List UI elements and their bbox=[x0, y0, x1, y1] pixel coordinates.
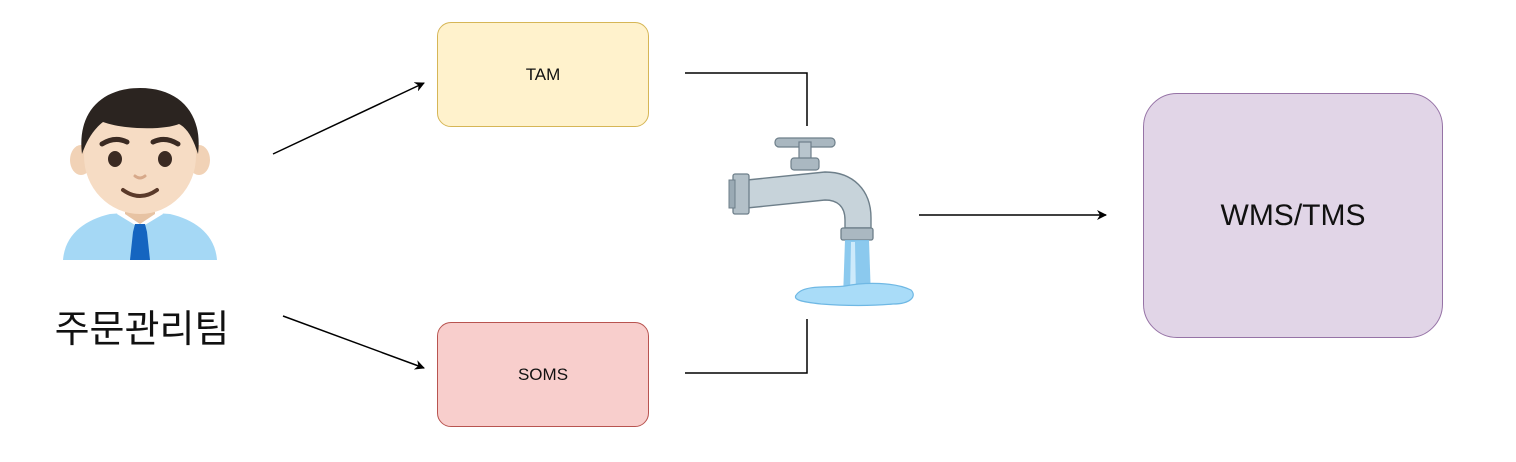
soms-node: SOMS bbox=[437, 322, 649, 427]
edge-actor-to-tam bbox=[272, 82, 425, 155]
wms-tms-label: WMS/TMS bbox=[1220, 198, 1366, 232]
faucet-icon bbox=[728, 137, 914, 307]
soms-label: SOMS bbox=[517, 364, 569, 384]
edge-tam-to-faucet bbox=[685, 72, 808, 126]
tam-node: TAM bbox=[437, 22, 649, 127]
edge-soms-to-faucet bbox=[685, 319, 808, 374]
wms-tms-node: WMS/TMS bbox=[1143, 93, 1443, 338]
person-icon bbox=[63, 88, 217, 260]
team-label: 주문관리팀 bbox=[54, 307, 230, 351]
tam-label: TAM bbox=[525, 64, 561, 84]
edge-actor-to-soms bbox=[282, 315, 425, 370]
